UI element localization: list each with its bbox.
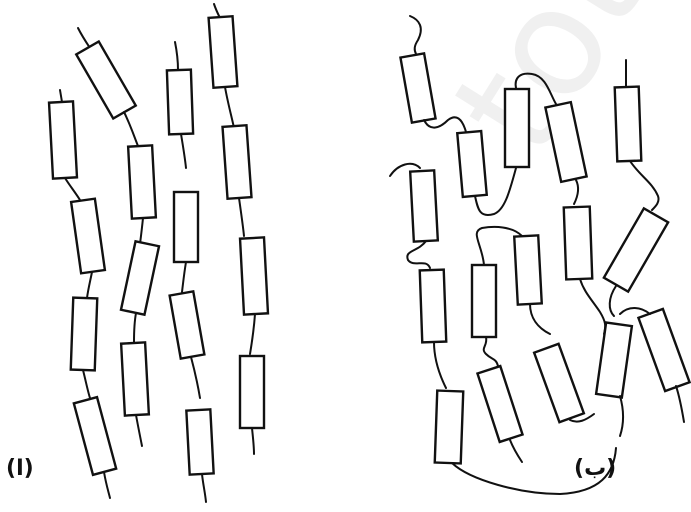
chain-segment (252, 428, 254, 454)
rigid-segment (472, 265, 496, 337)
chain-segment (65, 178, 80, 200)
chain-segment (676, 386, 684, 422)
rigid-segment (615, 87, 642, 162)
chain-segment (83, 370, 90, 398)
chain-segment (104, 472, 110, 498)
chain-segment (225, 87, 234, 128)
chain-segment (134, 313, 136, 342)
rigid-segment (170, 291, 205, 358)
chain-segment (136, 415, 142, 446)
chain-segment (620, 396, 623, 436)
rigid-segment (638, 309, 689, 391)
rigid-segment (76, 41, 136, 118)
rigid-segment (71, 298, 97, 371)
rigid-segment (223, 125, 252, 198)
rigid-segment (604, 208, 668, 291)
rigid-segment (128, 145, 156, 218)
rigid-segment (596, 323, 632, 398)
chain-segment (87, 272, 92, 298)
chain-segment (202, 474, 206, 502)
rigid-segment (209, 16, 238, 88)
chain-segment (60, 90, 62, 102)
chain-segment (250, 314, 255, 354)
chain-segment (410, 16, 421, 54)
rigid-segment (514, 235, 542, 304)
rigid-segment (564, 207, 592, 280)
rigid-segment (240, 237, 268, 314)
rigid-segment (534, 344, 584, 422)
rigid-segment (505, 89, 529, 167)
panel-a-label: (ا) (6, 456, 34, 481)
chain-segment (484, 337, 498, 366)
chain-segment (510, 440, 522, 462)
chain-segment (530, 304, 550, 334)
chain-segment (181, 134, 186, 168)
rigid-segment (457, 131, 486, 197)
rigid-segment (121, 241, 159, 314)
chain-segment (574, 180, 578, 204)
rigid-segment (477, 366, 522, 442)
chain-segment (124, 112, 138, 146)
chain-segment (239, 198, 244, 236)
chain-segment (610, 286, 616, 316)
chain-segment (630, 161, 659, 210)
rigid-segment (121, 342, 149, 415)
rigid-segment (410, 170, 438, 241)
panel-b-label: (ب) (574, 456, 616, 481)
rigid-segment (400, 53, 435, 122)
chain-segment (407, 241, 430, 268)
rigid-segment (167, 70, 193, 135)
chain-segment (78, 28, 90, 48)
rigid-segment (174, 192, 198, 262)
chain-segment (434, 342, 446, 388)
rigid-segment (74, 397, 116, 475)
chain-segment (580, 279, 605, 334)
rigid-segment (186, 409, 213, 474)
chain-segment (175, 42, 178, 70)
chain-segment (620, 308, 650, 314)
chain-segment (214, 4, 220, 18)
rigid-segment (545, 102, 586, 182)
rigid-segment (420, 270, 446, 343)
rigid-segment (49, 101, 77, 178)
chain-segment (191, 357, 200, 398)
chain-segment (140, 218, 143, 244)
rigid-segment (71, 199, 105, 274)
rigid-segment (435, 391, 463, 464)
rigid-segment (240, 356, 264, 428)
chain-segment (182, 262, 186, 292)
